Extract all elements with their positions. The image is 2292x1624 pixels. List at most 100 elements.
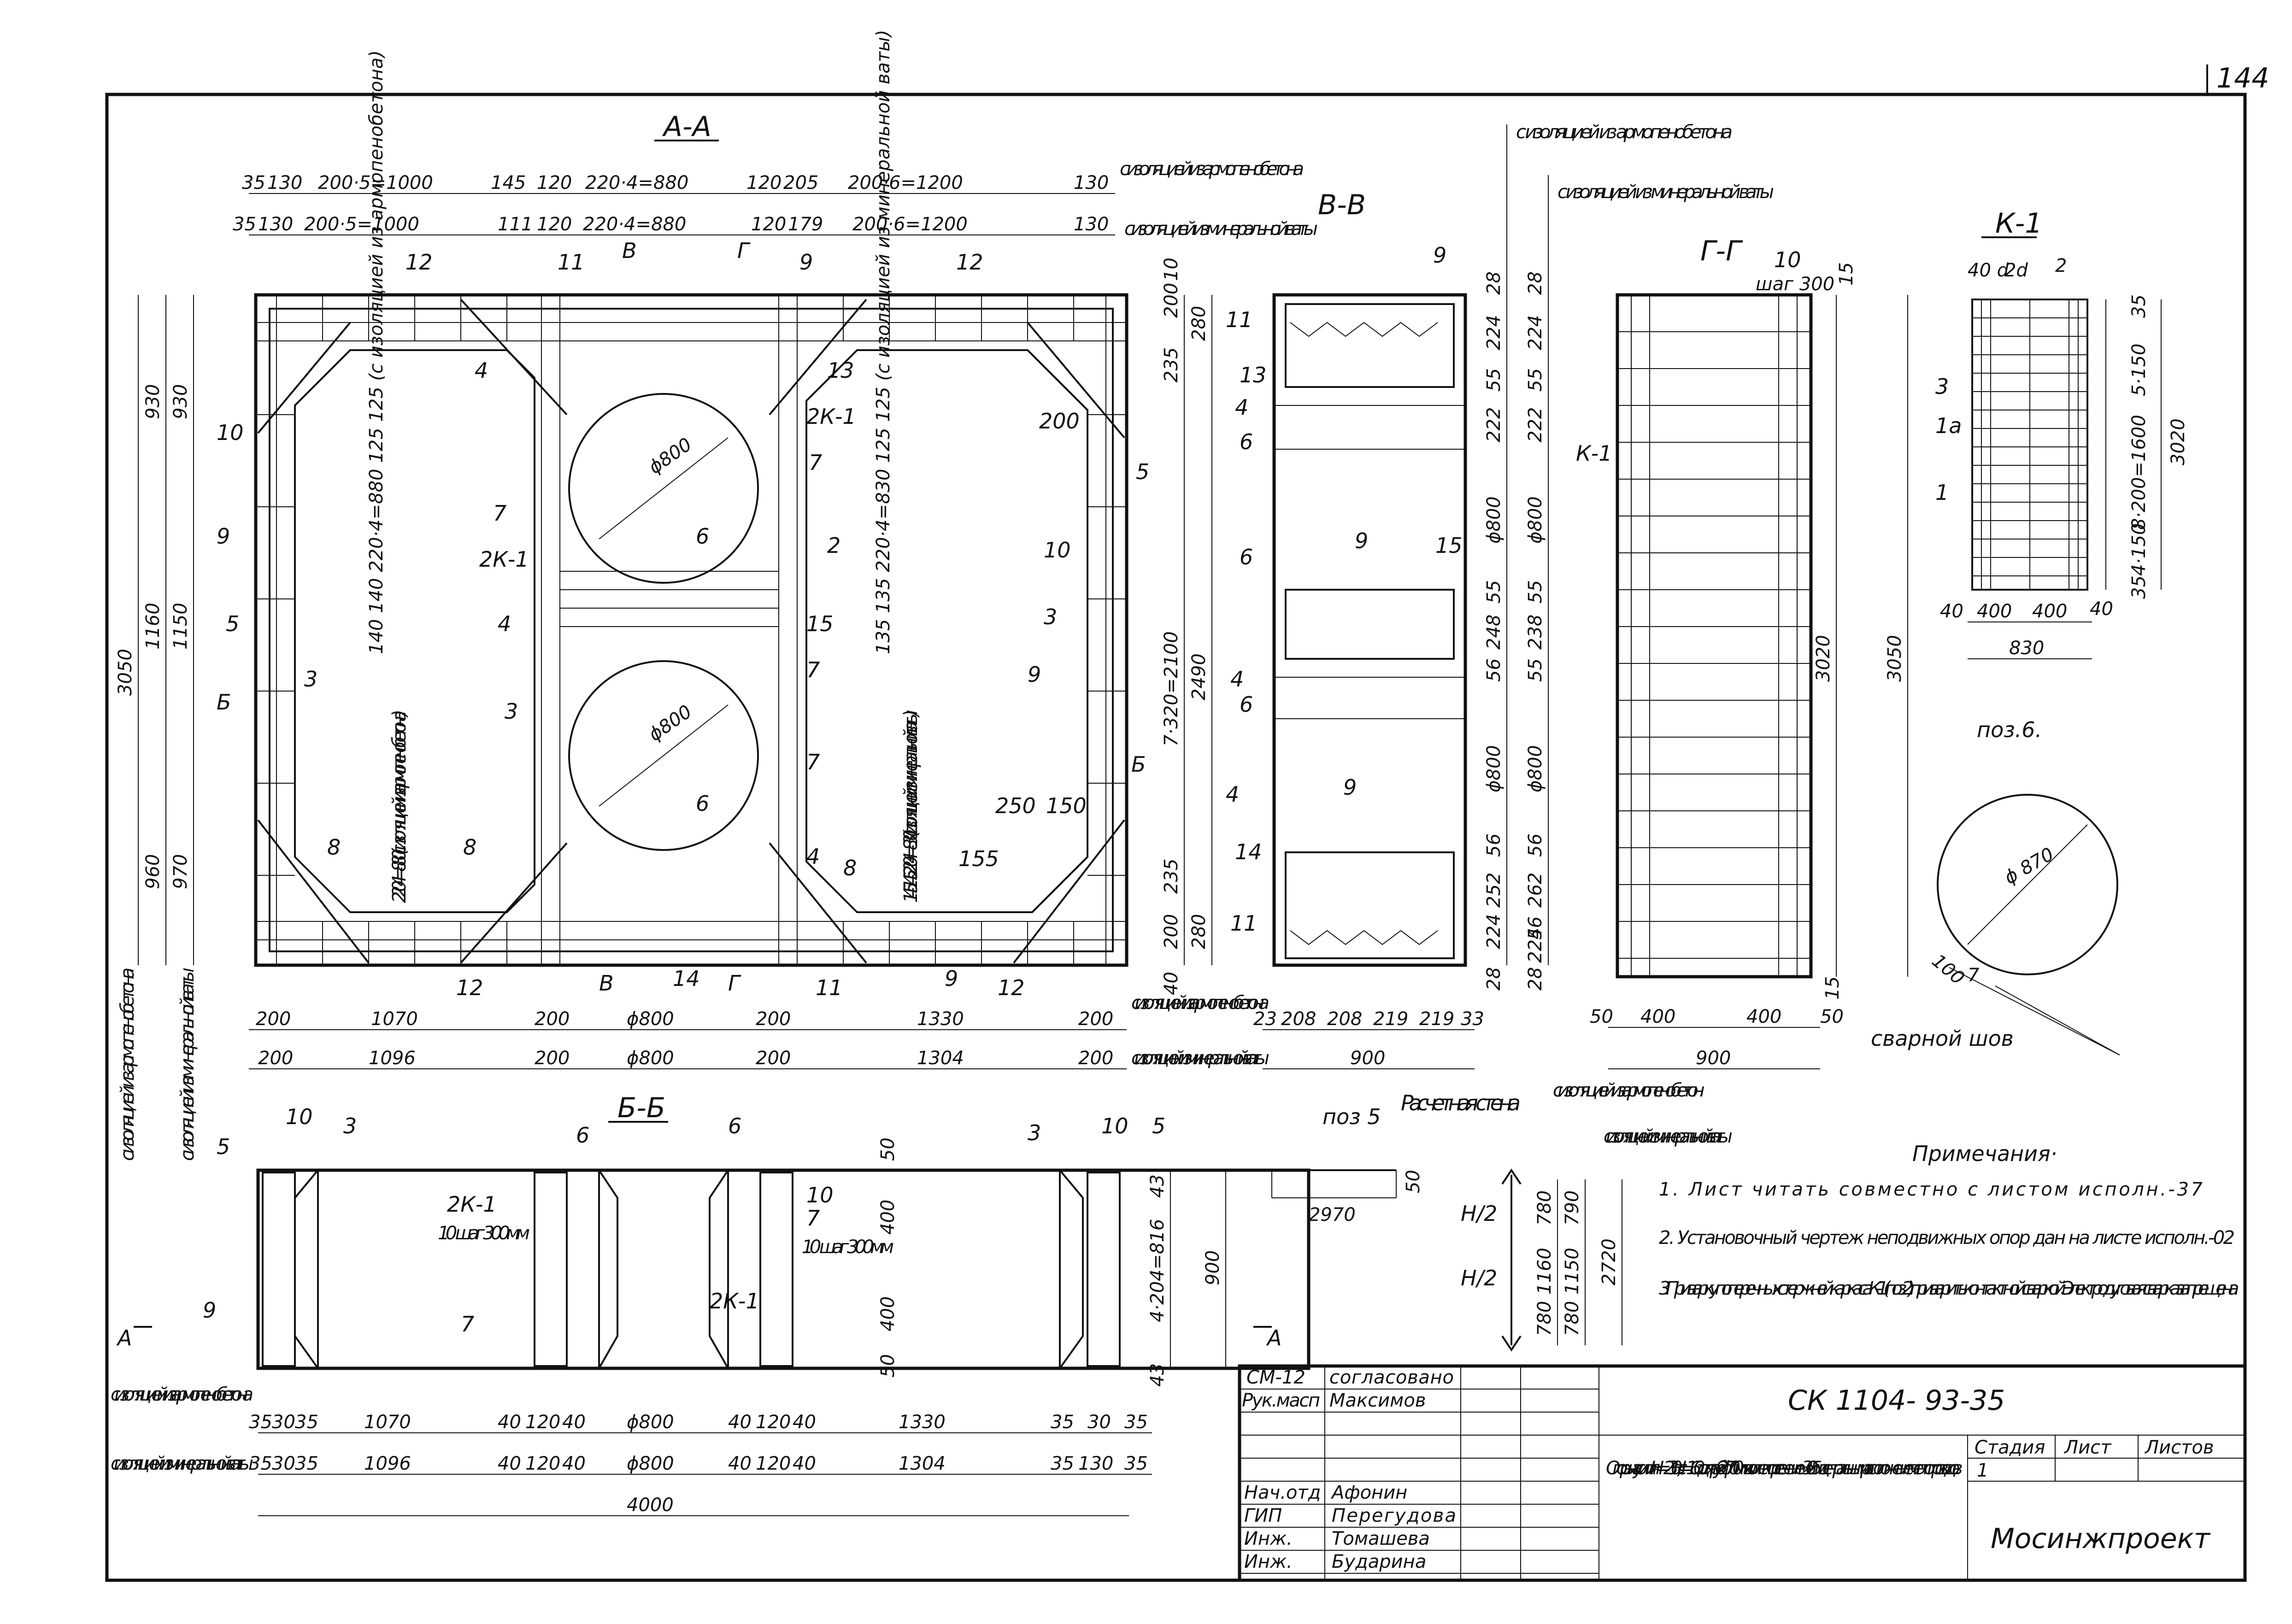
svg-text:3: 3 — [304, 667, 317, 692]
aa-callouts: 12 11 9 12 4 13 2К-1 7 10 9 5 3 7 2К-1 4… — [217, 250, 1149, 1000]
svg-text:1304: 1304 — [899, 1453, 946, 1474]
svg-text:130: 130 — [1074, 214, 1109, 235]
svg-text:2К-1: 2К-1 — [806, 404, 856, 429]
vv-bottom-total: 900 — [1350, 1048, 1385, 1069]
k1-callouts: 3 1а 1 — [1935, 374, 1962, 505]
svg-text:222: 222 — [1483, 407, 1504, 442]
svg-text:7: 7 — [809, 450, 822, 475]
svg-text:130: 130 — [258, 214, 293, 235]
gg-bottom-dims: 50 400 400 50 — [1590, 1006, 1844, 1027]
svg-text:930: 930 — [170, 384, 191, 419]
svg-text:10: 10 — [1161, 258, 1182, 281]
svg-text:В: В — [622, 238, 637, 263]
svg-text:Б: Б — [1131, 752, 1146, 777]
aa-pipe-diameter-1: ϕ800 — [645, 434, 696, 479]
svg-text:224: 224 — [1525, 315, 1546, 350]
svg-text:4: 4 — [475, 358, 488, 383]
vv-bottom-dims: 23 208 208 219 219 33 — [1253, 1008, 1484, 1030]
notes: Примечания· 1. Лист читать совместно с л… — [1659, 1141, 2239, 1299]
svg-text:30: 30 — [272, 1412, 295, 1433]
svg-text:6: 6 — [728, 1114, 741, 1138]
svg-text:7: 7 — [806, 657, 820, 682]
svg-text:9: 9 — [1433, 243, 1446, 268]
pipe-opening-lower — [568, 660, 759, 851]
bb-total: 4000 — [627, 1495, 674, 1516]
svg-text:40: 40 — [1940, 601, 1963, 622]
svg-text:4: 4 — [1230, 667, 1244, 692]
svg-text:219: 219 — [1373, 1008, 1408, 1030]
svg-text:120: 120 — [751, 214, 786, 235]
svg-text:200: 200 — [1161, 283, 1182, 318]
svg-text:10: 10 — [1044, 538, 1071, 563]
staff-name-1: Афонин — [1330, 1482, 1407, 1503]
aa-bottom-label-armo: с изоляцией из армопенобетона — [117, 967, 138, 1161]
svg-text:13: 13 — [1240, 363, 1267, 387]
org-name: Мосинжпроект — [1991, 1523, 2211, 1555]
aa-left-dims-2: 930 1150 970 — [170, 384, 191, 889]
svg-text:5: 5 — [226, 611, 239, 636]
svg-text:55: 55 — [1525, 658, 1546, 682]
note-1: 1. Лист читать совместно с листом исполн… — [1659, 1179, 2203, 1200]
svg-text:7: 7 — [806, 1206, 820, 1231]
svg-text:1096: 1096 — [364, 1453, 411, 1474]
doc-code: СК 1104- 93-35 — [1788, 1384, 2005, 1417]
svg-text:400: 400 — [1746, 1006, 1781, 1027]
svg-text:238: 238 — [1525, 615, 1546, 650]
svg-text:12: 12 — [998, 975, 1025, 1000]
svg-text:40: 40 — [2090, 598, 2113, 620]
svg-text:120: 120 — [756, 1412, 791, 1433]
svg-text:120: 120 — [525, 1412, 560, 1433]
svg-text:35: 35 — [295, 1453, 318, 1474]
svg-text:40: 40 — [728, 1412, 752, 1433]
aa-left-total: 3050 — [115, 649, 136, 696]
svg-text:1070: 1070 — [364, 1412, 411, 1433]
stage-header: Стадия — [1975, 1437, 2045, 1458]
svg-text:2: 2 — [2055, 255, 2067, 276]
svg-text:56: 56 — [1525, 833, 1546, 857]
detail-pos5: поз 5 Расчетная стена 2970 50 — [1271, 1090, 1521, 1225]
approval-role-1: СМ-12 — [1246, 1367, 1305, 1388]
svg-text:200·5=1000: 200·5=1000 — [318, 172, 433, 193]
svg-text:43: 43 — [1147, 1174, 1168, 1198]
svg-text:400: 400 — [877, 1296, 899, 1331]
approval-name-2: Максимов — [1329, 1390, 1426, 1411]
svg-text:780: 780 — [1534, 1190, 1555, 1225]
gg-note-armo: с изоляцией из армопенобетона — [1516, 122, 1733, 143]
svg-text:220·4=880: 220·4=880 — [583, 214, 686, 235]
svg-text:200: 200 — [1161, 914, 1182, 949]
sheets-header: Листов — [2144, 1437, 2214, 1458]
svg-text:248: 248 — [1483, 615, 1504, 650]
svg-text:35: 35 — [249, 1453, 272, 1474]
aa-note-mineral-top: с изоляцией из минеральной ваты — [1124, 218, 1318, 240]
svg-text:28: 28 — [1525, 271, 1546, 295]
doc-description: Опоры на усилия Н=230тс., Н=160т.с для т… — [1606, 1458, 1963, 1479]
svg-text:35: 35 — [2128, 294, 2150, 318]
vv-title: В-В — [1318, 189, 1366, 221]
svg-text:40: 40 — [498, 1453, 521, 1474]
svg-text:35: 35 — [1124, 1453, 1148, 1474]
svg-text:ϕ800: ϕ800 — [627, 1412, 674, 1433]
svg-text:9: 9 — [217, 524, 230, 549]
svg-text:2К-1: 2К-1 — [447, 1192, 497, 1217]
svg-text:400: 400 — [2032, 601, 2067, 622]
aa-note-armo-top: с изоляцией из армопенобетона — [1120, 158, 1304, 180]
detail-k1: К-1 40 d 2d 2 3 1а 1 35 — [1935, 207, 2189, 659]
staff-name-4: Бударина — [1332, 1551, 1426, 1572]
pos6-diameter: ϕ 870 — [2001, 844, 2057, 889]
svg-text:5·150: 5·150 — [2128, 343, 2150, 396]
svg-text:900: 900 — [1202, 1250, 1223, 1285]
bb-title: Б-Б — [617, 1092, 665, 1124]
svg-text:10: 10 — [1101, 1114, 1128, 1138]
svg-text:35: 35 — [1124, 1412, 1148, 1433]
bb-callouts: 5 10 3 6 6 3 10 5 2К-1 7 9 10 2К-1 7 — [203, 1104, 1165, 1337]
staff-name-3: Томашева — [1332, 1528, 1430, 1549]
svg-text:2d: 2d — [2004, 260, 2028, 281]
svg-text:4·150: 4·150 — [2128, 523, 2150, 576]
svg-text:280: 280 — [1188, 306, 1210, 341]
svg-text:200: 200 — [1078, 1048, 1113, 1069]
pos6-dim: 100 — [1928, 950, 1969, 989]
svg-text:8·200=1600: 8·200=1600 — [2128, 415, 2150, 530]
svg-text:262: 262 — [1525, 873, 1546, 908]
svg-text:200: 200 — [258, 1048, 293, 1069]
svg-text:9: 9 — [799, 250, 813, 275]
